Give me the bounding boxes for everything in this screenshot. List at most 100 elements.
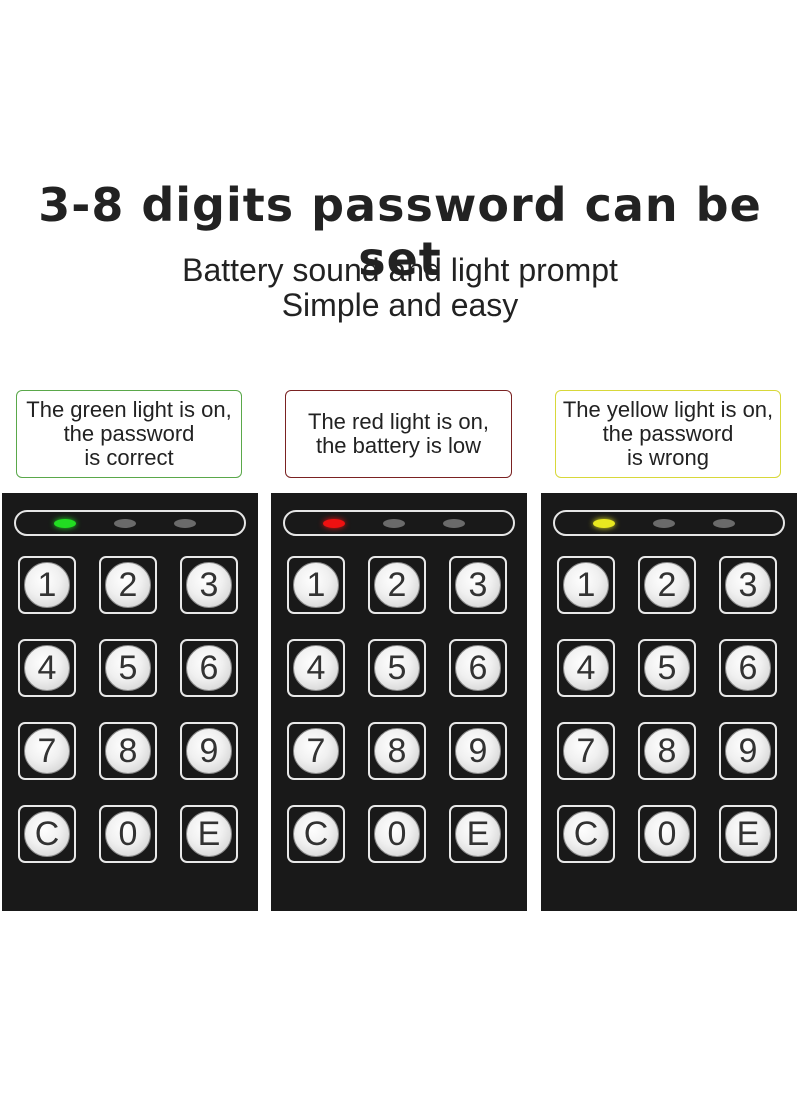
label-line: The red light is on, bbox=[308, 409, 489, 434]
key-label: E bbox=[725, 811, 771, 857]
key-2-button[interactable]: 2 bbox=[99, 556, 157, 614]
key-label: 4 bbox=[563, 645, 609, 691]
key-6-button[interactable]: 6 bbox=[449, 639, 507, 697]
label-line: the battery is low bbox=[315, 433, 482, 458]
key-6-button[interactable]: 6 bbox=[180, 639, 238, 697]
key-e-button[interactable]: E bbox=[719, 805, 777, 863]
key-8-button[interactable]: 8 bbox=[99, 722, 157, 780]
key-c-button[interactable]: C bbox=[18, 805, 76, 863]
key-label: 0 bbox=[105, 811, 151, 857]
key-label: 9 bbox=[455, 728, 501, 774]
key-label: 2 bbox=[644, 562, 690, 608]
key-label: C bbox=[293, 811, 339, 857]
led-indicator-bar bbox=[283, 510, 515, 536]
subheadline-battery-prompt: Battery sound and light prompt bbox=[182, 252, 618, 288]
key-c-button[interactable]: C bbox=[287, 805, 345, 863]
key-label: 7 bbox=[293, 728, 339, 774]
led-lit bbox=[54, 519, 76, 528]
led-off bbox=[443, 519, 465, 528]
key-4-button[interactable]: 4 bbox=[18, 639, 76, 697]
key-7-button[interactable]: 7 bbox=[287, 722, 345, 780]
led-off bbox=[653, 519, 675, 528]
key-1-button[interactable]: 1 bbox=[557, 556, 615, 614]
key-3-button[interactable]: 3 bbox=[180, 556, 238, 614]
key-label: 4 bbox=[24, 645, 70, 691]
key-label: 3 bbox=[186, 562, 232, 608]
key-label: 5 bbox=[644, 645, 690, 691]
label-line: The yellow light is on, bbox=[562, 397, 774, 422]
led-off bbox=[713, 519, 735, 528]
key-0-button[interactable]: 0 bbox=[99, 805, 157, 863]
led-off bbox=[383, 519, 405, 528]
led-indicator-bar bbox=[553, 510, 785, 536]
key-7-button[interactable]: 7 bbox=[557, 722, 615, 780]
key-label: 6 bbox=[186, 645, 232, 691]
key-label: 4 bbox=[293, 645, 339, 691]
key-9-button[interactable]: 9 bbox=[449, 722, 507, 780]
led-off bbox=[114, 519, 136, 528]
key-1-button[interactable]: 1 bbox=[287, 556, 345, 614]
key-6-button[interactable]: 6 bbox=[719, 639, 777, 697]
key-label: 7 bbox=[563, 728, 609, 774]
key-2-button[interactable]: 2 bbox=[368, 556, 426, 614]
label-red-light: The red light is on, the battery is low bbox=[285, 390, 512, 478]
key-5-button[interactable]: 5 bbox=[638, 639, 696, 697]
key-3-button[interactable]: 3 bbox=[449, 556, 507, 614]
key-label: 0 bbox=[374, 811, 420, 857]
key-label: 8 bbox=[105, 728, 151, 774]
key-label: 1 bbox=[24, 562, 70, 608]
label-yellow-light: The yellow light is on, the password is … bbox=[555, 390, 781, 478]
key-label: C bbox=[24, 811, 70, 857]
label-green-light: The green light is on, the password is c… bbox=[16, 390, 242, 478]
key-label: 8 bbox=[644, 728, 690, 774]
key-9-button[interactable]: 9 bbox=[719, 722, 777, 780]
key-label: 8 bbox=[374, 728, 420, 774]
key-label: E bbox=[186, 811, 232, 857]
key-label: E bbox=[455, 811, 501, 857]
key-label: C bbox=[563, 811, 609, 857]
key-9-button[interactable]: 9 bbox=[180, 722, 238, 780]
key-label: 1 bbox=[293, 562, 339, 608]
key-label: 6 bbox=[455, 645, 501, 691]
subheadline-simple-easy: Simple and easy bbox=[281, 287, 519, 323]
key-8-button[interactable]: 8 bbox=[638, 722, 696, 780]
key-label: 5 bbox=[374, 645, 420, 691]
key-3-button[interactable]: 3 bbox=[719, 556, 777, 614]
key-label: 2 bbox=[374, 562, 420, 608]
key-4-button[interactable]: 4 bbox=[557, 639, 615, 697]
led-off bbox=[174, 519, 196, 528]
key-0-button[interactable]: 0 bbox=[368, 805, 426, 863]
key-label: 7 bbox=[24, 728, 70, 774]
led-lit bbox=[593, 519, 615, 528]
key-label: 3 bbox=[455, 562, 501, 608]
key-8-button[interactable]: 8 bbox=[368, 722, 426, 780]
key-5-button[interactable]: 5 bbox=[368, 639, 426, 697]
led-lit bbox=[323, 519, 345, 528]
key-label: 1 bbox=[563, 562, 609, 608]
label-line: The green light is on, bbox=[26, 397, 232, 422]
key-e-button[interactable]: E bbox=[180, 805, 238, 863]
key-label: 3 bbox=[725, 562, 771, 608]
label-line: the password bbox=[602, 421, 734, 446]
key-7-button[interactable]: 7 bbox=[18, 722, 76, 780]
key-1-button[interactable]: 1 bbox=[18, 556, 76, 614]
key-c-button[interactable]: C bbox=[557, 805, 615, 863]
key-5-button[interactable]: 5 bbox=[99, 639, 157, 697]
label-line: is wrong bbox=[627, 445, 709, 470]
key-label: 0 bbox=[644, 811, 690, 857]
key-label: 9 bbox=[186, 728, 232, 774]
key-label: 9 bbox=[725, 728, 771, 774]
label-line: the password bbox=[63, 421, 195, 446]
key-4-button[interactable]: 4 bbox=[287, 639, 345, 697]
key-0-button[interactable]: 0 bbox=[638, 805, 696, 863]
key-label: 5 bbox=[105, 645, 151, 691]
key-label: 2 bbox=[105, 562, 151, 608]
headline: 3-8 digits password can be set bbox=[38, 178, 762, 286]
label-line: is correct bbox=[84, 445, 174, 470]
key-e-button[interactable]: E bbox=[449, 805, 507, 863]
led-indicator-bar bbox=[14, 510, 246, 536]
key-2-button[interactable]: 2 bbox=[638, 556, 696, 614]
